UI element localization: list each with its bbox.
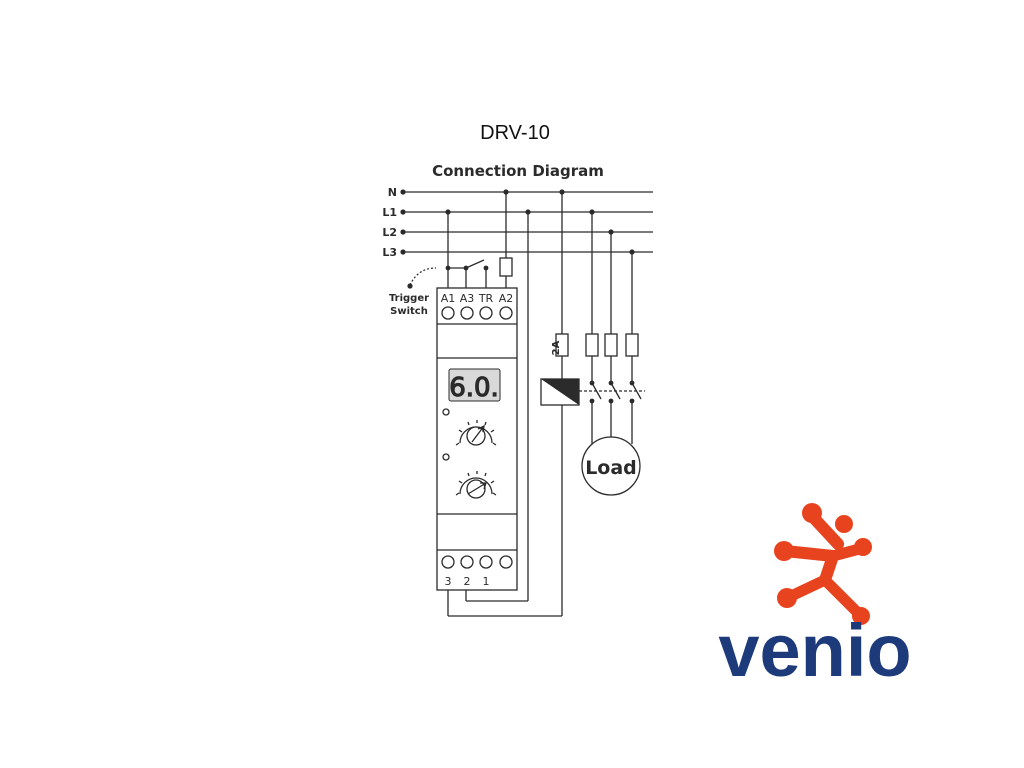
- logo-text: venio: [718, 609, 911, 692]
- venio-logo: venio: [718, 503, 912, 692]
- supply-lines: N L1 L2 L3: [382, 186, 653, 259]
- relay-module: A1 A3 TR A2 6.0.: [436, 287, 518, 591]
- range-dial-icon: [455, 471, 497, 499]
- terminal-2-label: 2: [464, 575, 471, 588]
- diagram-subtitle: Connection Diagram: [432, 162, 604, 180]
- terminal-tr-label: TR: [478, 292, 494, 305]
- load-label: Load: [585, 457, 637, 479]
- line-label-l3: L3: [382, 246, 397, 259]
- logo-mark-icon: [774, 503, 872, 625]
- digital-display: [448, 368, 501, 402]
- display-value: 6.0.: [449, 373, 499, 403]
- terminal-1-label: 1: [483, 575, 490, 588]
- terminal-3-label: 3: [445, 575, 452, 588]
- line-label-l2: L2: [382, 226, 397, 239]
- terminal-a3-label: A3: [460, 292, 475, 305]
- fuse-label: 2A: [551, 340, 562, 355]
- wiring: Trigger Switch 2A: [389, 189, 645, 617]
- trigger-label-1: Trigger: [389, 293, 429, 304]
- diagram-title: DRV-10: [480, 122, 550, 144]
- line-label-n: N: [388, 186, 397, 199]
- load-motor: [581, 436, 641, 496]
- time-dial-icon: [455, 420, 497, 446]
- trigger-label-2: Switch: [390, 306, 428, 317]
- terminal-a1-label: A1: [441, 292, 456, 305]
- terminal-a2-label: A2: [499, 292, 514, 305]
- line-label-l1: L1: [382, 206, 397, 219]
